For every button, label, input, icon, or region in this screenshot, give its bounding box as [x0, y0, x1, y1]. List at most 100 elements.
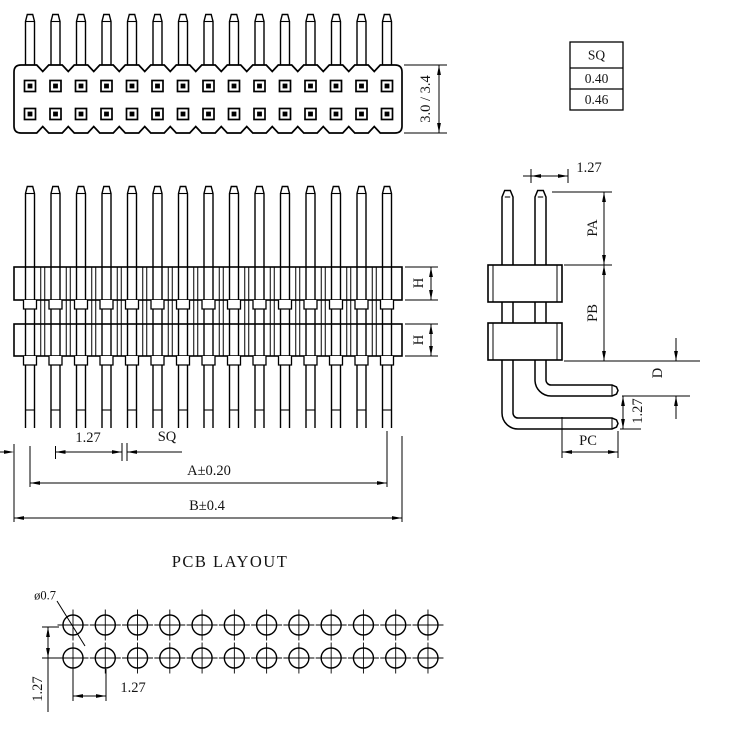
contact-pad-core [359, 111, 364, 117]
dim-arrow [531, 174, 541, 178]
dim-arrow [46, 627, 50, 637]
pcb-hole [191, 614, 213, 636]
dim-side-tail-pitch-label: 1.27 [630, 398, 646, 423]
pcb-hole [255, 647, 278, 669]
contact-pad-core [206, 83, 211, 89]
dim-arrow [96, 694, 106, 698]
dim-arrow [621, 396, 625, 406]
pcb-hole [288, 647, 310, 669]
dim-arrow [602, 255, 606, 265]
pin [203, 13, 214, 66]
contact-pad-core [180, 111, 186, 117]
pcb-hole [223, 647, 246, 669]
contact-pad-core [308, 83, 313, 89]
contact-pad-core [27, 111, 33, 117]
dim-pa-label: PA [585, 219, 601, 237]
pcb-hole [62, 614, 84, 636]
spec-table-border [569, 41, 624, 111]
pin [254, 13, 265, 66]
pin [126, 13, 138, 66]
contact-pad-core [129, 111, 135, 117]
pcb-hole [385, 647, 407, 669]
pcb-hole [159, 614, 181, 636]
dim-d-label: D [650, 368, 666, 378]
contact-pad-core [282, 111, 288, 117]
pin [24, 13, 36, 66]
dim-arrow [437, 123, 441, 133]
dim-hole-diameter-label: ø0.7 [34, 588, 56, 602]
dim-arrow [674, 396, 678, 406]
dim-arrow [429, 267, 433, 277]
contact-pad-core [104, 83, 109, 89]
pin [177, 13, 189, 66]
contact-pad-core [206, 111, 211, 117]
dim-arrow [112, 450, 122, 454]
insulator-tab [73, 300, 89, 310]
pcb-hole [94, 614, 116, 636]
dim-arrow [621, 419, 625, 429]
insulator-tab [48, 300, 63, 310]
pcb-hole [159, 647, 181, 669]
pcb-hole [352, 614, 375, 636]
insulator-tab [124, 300, 140, 310]
contact-pad-core [231, 83, 237, 89]
pin [305, 13, 316, 66]
dim-arrow [127, 450, 137, 454]
insulator-tab [328, 356, 344, 366]
pcb-hole [417, 614, 439, 636]
insulator-tab [252, 300, 267, 310]
insulator-tab [303, 300, 318, 310]
dim-side-top-pitch-label: 1.27 [576, 160, 601, 176]
insulator-tab [175, 300, 191, 310]
contact-pad-core [53, 83, 58, 89]
pin [228, 13, 240, 66]
insulator-tab [150, 300, 165, 310]
front-view [0, 185, 438, 522]
dim-arrow [30, 481, 40, 485]
pcb-layout-view [42, 600, 444, 712]
table-header-sq: SQ [588, 48, 606, 63]
insulator-tab [22, 356, 38, 366]
dim-front-pitch-label: 1.27 [75, 430, 100, 446]
pin [101, 13, 112, 66]
dim-arrow [437, 65, 441, 75]
insulator-tab [277, 300, 293, 310]
dim-body-height-label: 3.0 / 3.4 [418, 74, 434, 122]
insulator-tab [48, 356, 63, 366]
dim-arrow [602, 351, 606, 361]
dim-pcb-col-pitch-label: 1.27 [120, 680, 145, 696]
insulator-tab [252, 356, 267, 366]
pcb-hole [288, 614, 310, 636]
contact-pad-core [333, 111, 339, 117]
dim-arrow [4, 450, 14, 454]
side-view [487, 169, 700, 458]
insulator-tab [226, 300, 242, 310]
dim-arrow [429, 324, 433, 334]
insulator-tab [379, 356, 395, 366]
contact-pad-core [384, 83, 390, 89]
pcb-hole [320, 647, 342, 669]
pcb-hole [126, 647, 149, 669]
contact-pad-core [155, 111, 160, 117]
table-value-046: 0.46 [585, 92, 609, 107]
dim-arrow [55, 450, 66, 454]
contact-pad-core [129, 83, 135, 89]
top-view [13, 13, 447, 134]
insulator-tab [328, 300, 344, 310]
pin [381, 13, 393, 66]
dim-arrow [558, 174, 568, 178]
dim-insulator-height-label-2: H [411, 334, 427, 345]
contact-pad-core [359, 83, 364, 89]
contact-pad-core [78, 83, 84, 89]
contact-pad-core [333, 83, 339, 89]
table-value-040: 0.40 [585, 71, 609, 86]
insulator-tab [201, 356, 216, 366]
bent-pin-lower [501, 189, 619, 430]
connector-body-outline [13, 64, 403, 134]
dim-arrow [602, 192, 606, 202]
dim-arrow [429, 290, 433, 300]
dim-arrow [377, 481, 387, 485]
pin [75, 13, 87, 66]
contact-pad-core [27, 83, 33, 89]
